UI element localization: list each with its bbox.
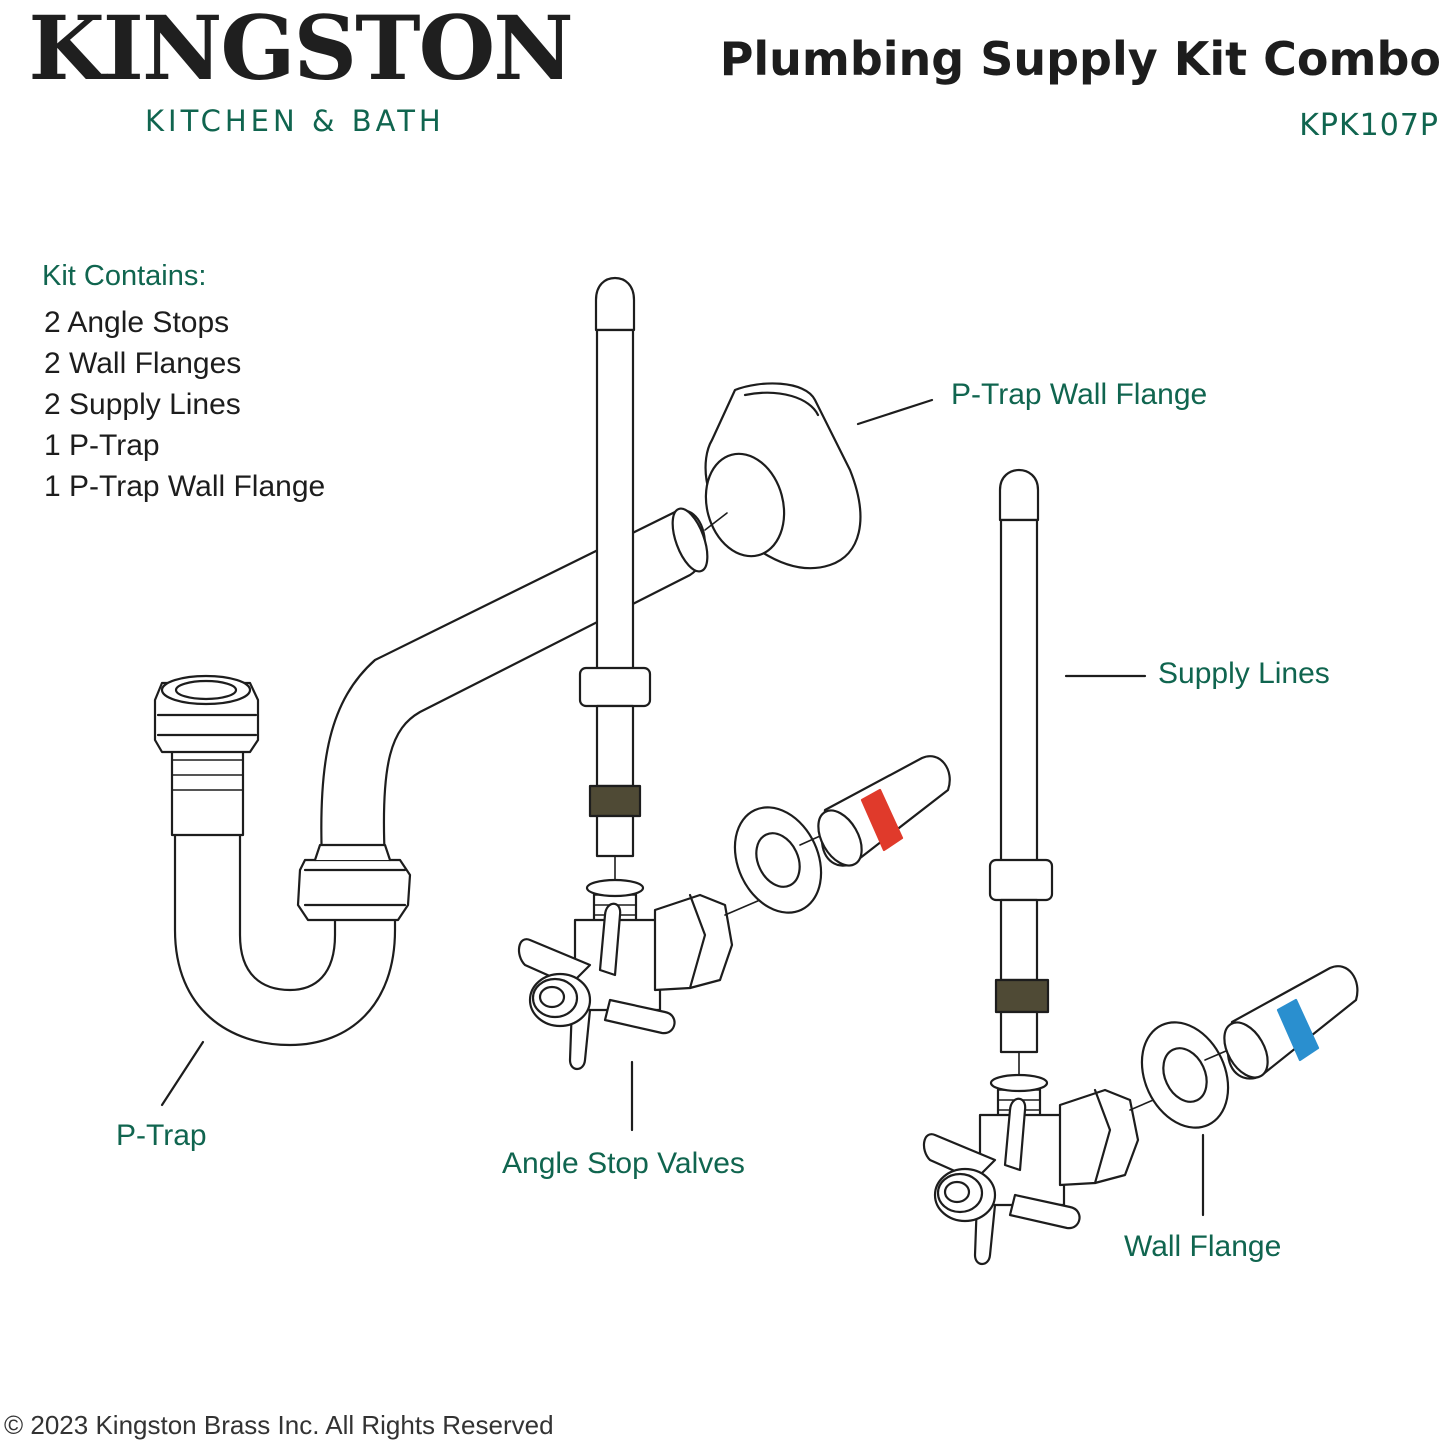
hot-marker [860, 788, 904, 852]
right-pipe-stub-cold [1223, 965, 1359, 1080]
kit-item: 2 Supply Lines [44, 388, 241, 421]
page-title: Plumbing Supply Kit Combo [719, 32, 1441, 86]
left-supply-line [578, 276, 652, 858]
kit-contains-heading: Kit Contains: [42, 260, 207, 292]
left-wall-flange [733, 806, 823, 914]
right-supply-line [988, 468, 1054, 1054]
left-angle-stop-valve [517, 878, 734, 1071]
kit-item: 2 Wall Flanges [44, 347, 242, 380]
leader-p-trap-wall-flange [856, 398, 934, 426]
brand-tagline: KITCHEN & BATH [145, 104, 445, 138]
label-angle-stop-valves: Angle Stop Valves [502, 1147, 745, 1180]
p-trap-flange-axis [704, 512, 728, 531]
p-trap-arm-end [671, 507, 709, 573]
kit-item: 1 P-Trap [44, 429, 160, 462]
model-number: KPK107P [1299, 108, 1439, 143]
right-compression-ring [994, 978, 1050, 1014]
left-pipe-stub-hot [817, 755, 951, 867]
kit-contents-list: 2 Angle Stops 2 Wall Flanges 2 Supply Li… [44, 302, 325, 507]
kit-item: 1 P-Trap Wall Flange [44, 470, 326, 503]
label-supply-lines: Supply Lines [1158, 657, 1330, 690]
copyright-footer: © 2023 Kingston Brass Inc. All Rights Re… [4, 1410, 554, 1440]
kit-item: 2 Angle Stops [44, 306, 230, 339]
right-angle-stop-valve [922, 1073, 1140, 1266]
cold-marker [1276, 998, 1320, 1062]
label-p-trap: P-Trap [116, 1119, 207, 1152]
p-trap-wall-flange [704, 382, 862, 570]
label-p-trap-wall-flange: P-Trap Wall Flange [951, 378, 1208, 411]
left-compression-ring [588, 784, 642, 818]
label-wall-flange: Wall Flange [1124, 1230, 1282, 1263]
p-trap-u-bend [173, 828, 397, 1047]
leader-p-trap [160, 1040, 205, 1107]
right-wall-flange [1140, 1021, 1230, 1129]
brand-logo: KINGSTON [28, 0, 573, 100]
